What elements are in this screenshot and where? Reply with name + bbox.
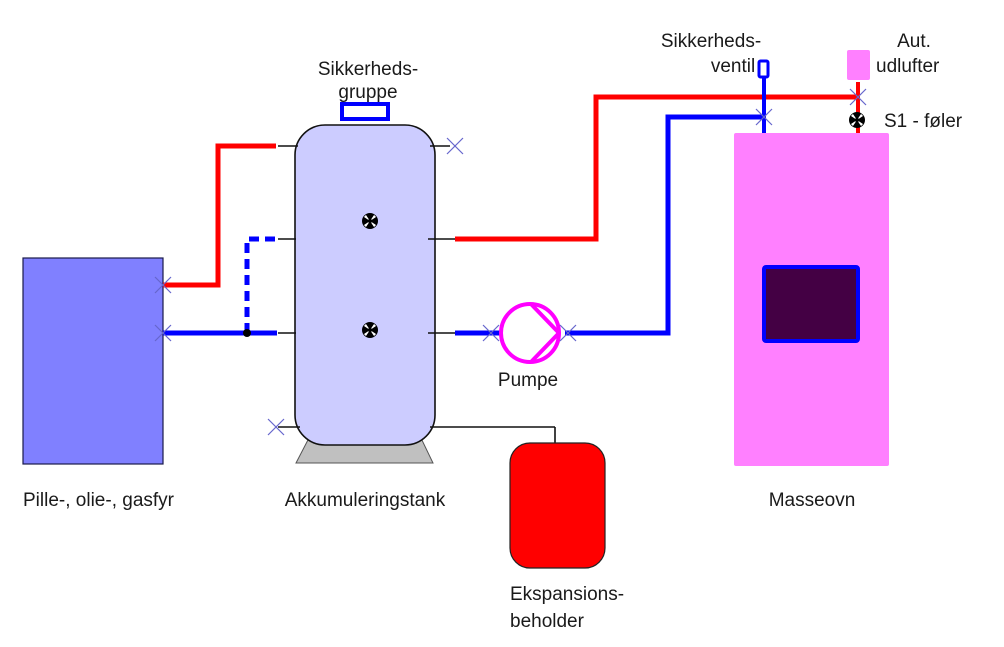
safety-group-label-line2: gruppe: [338, 82, 397, 103]
air-vent-label-line1: Aut.: [897, 31, 931, 52]
safety-valve-label-line1: Sikkerheds-: [661, 31, 761, 52]
expansion-vessel-label-line2: beholder: [510, 611, 585, 632]
safety-valve-icon: [757, 59, 770, 79]
pipe-junction-dot: [243, 329, 251, 337]
dashed-bypass-pipe: [244, 236, 276, 333]
tank-label: Akkumuleringstank: [285, 490, 446, 511]
pump-icon: [499, 302, 561, 364]
tank-sensor-upper-icon: [362, 213, 378, 229]
stove-label: Masseovn: [769, 490, 856, 511]
expansion-vessel-label-line1: Ekspansions-: [510, 584, 624, 605]
boiler-unit: [22, 257, 164, 465]
hot-pipe-tank-to-stove: [455, 94, 858, 242]
safety-group-icon: [340, 102, 390, 121]
tank-sensor-lower-icon: [362, 322, 378, 338]
stove-firebox-window: [762, 265, 860, 343]
s1-sensor-icon: [849, 112, 865, 128]
accumulation-tank: [294, 124, 436, 446]
pump-label: Pumpe: [498, 370, 558, 391]
expansion-vessel: [509, 442, 606, 569]
s1-sensor-label: S1 - føler: [884, 111, 963, 132]
safety-valve-label-line2: ventil: [711, 56, 755, 77]
cold-pipe-stove-to-pump: [565, 114, 764, 336]
air-vent-label-line2: udlufter: [876, 56, 940, 77]
boiler-label: Pille-, olie-, gasfyr: [23, 490, 175, 511]
safety-group-label-line1: Sikkerheds-: [318, 59, 418, 80]
hot-pipe-boiler-to-tank: [163, 143, 276, 288]
tank-connection-stubs: [278, 145, 556, 443]
air-vent-icon: [847, 50, 870, 80]
